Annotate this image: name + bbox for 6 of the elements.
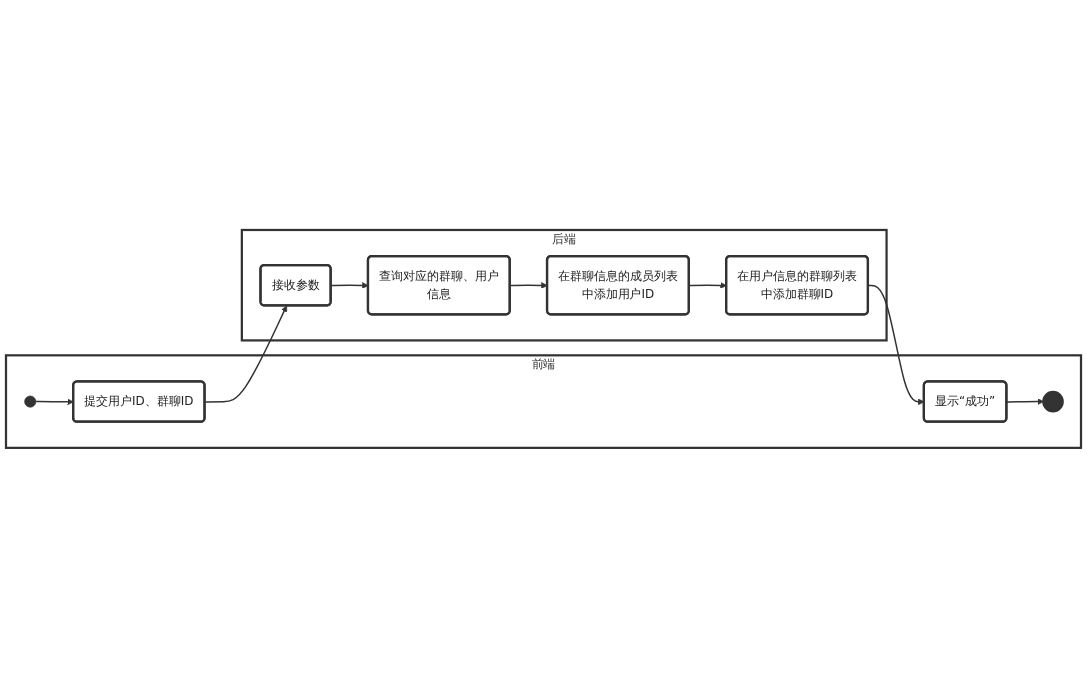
arrow xyxy=(509,282,548,289)
node-circle xyxy=(24,395,37,408)
arrow xyxy=(1006,398,1044,405)
arrow xyxy=(204,305,288,403)
arrow xyxy=(688,282,727,289)
arrow xyxy=(35,398,74,406)
